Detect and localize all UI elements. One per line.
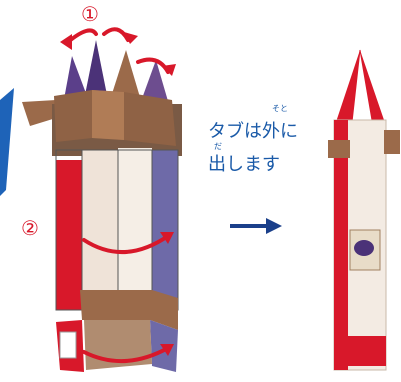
arrow-head (60, 34, 72, 50)
ruby-da: だ (214, 142, 222, 151)
ruby-soto: そと (272, 104, 288, 113)
instruction-line-2: 出します (208, 154, 280, 175)
collar-highlight (92, 90, 124, 140)
box-figure (354, 240, 374, 256)
panel-red (56, 160, 82, 310)
bottom-tab-white (59, 331, 77, 359)
panel-cream-right (118, 148, 152, 290)
instruction-line-1: タブは外に (208, 121, 298, 142)
arrow-head (160, 232, 174, 244)
panel-navy (152, 150, 178, 310)
box-tab-left (328, 140, 350, 158)
panel-cream-left (82, 150, 118, 290)
top-point-mid (84, 40, 108, 100)
arrow-head (124, 32, 138, 44)
box-side-red (334, 120, 348, 370)
curl-arrow-icon (82, 234, 170, 254)
blue-stripe (0, 88, 14, 196)
box-band-bottom (334, 336, 386, 366)
step-2-label: ② (21, 216, 39, 240)
curl-arrow-icon (82, 346, 170, 363)
arrow-head (160, 344, 174, 356)
right-arrow-head (266, 218, 282, 234)
top-point-right (110, 50, 142, 104)
fold-arrow-icon (102, 27, 130, 42)
arrow-head (162, 64, 176, 76)
box-tab-right (384, 130, 400, 154)
fold-arrow-icon (66, 28, 98, 44)
step-1-label: ① (81, 2, 99, 26)
left-tab (22, 100, 56, 126)
